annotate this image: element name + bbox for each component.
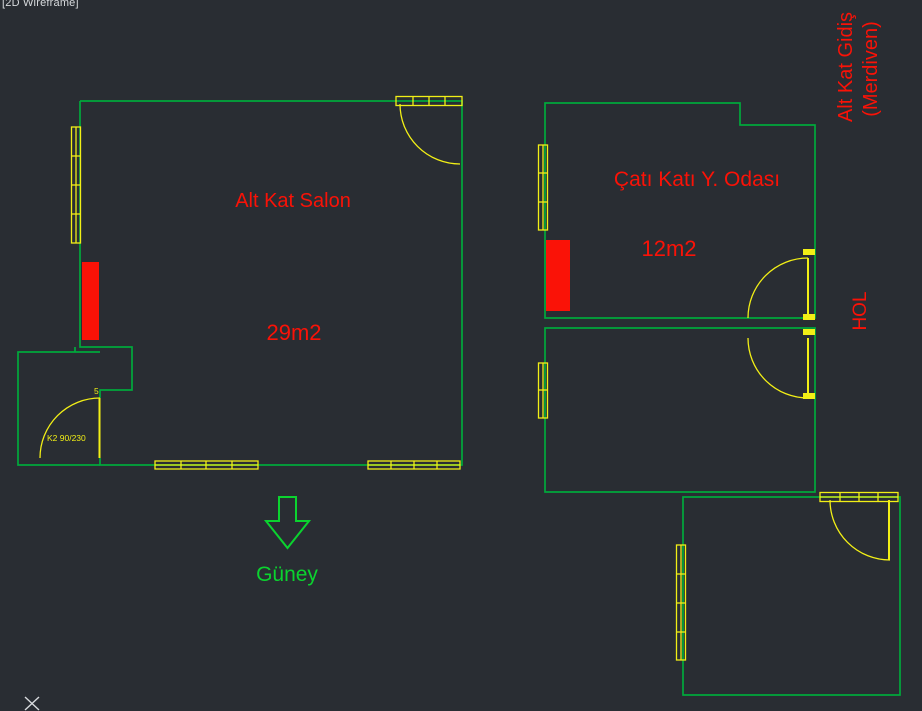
attic-room-door [747, 249, 815, 320]
window-symbol-attic-left [537, 144, 549, 231]
salon-walls [79, 100, 463, 466]
window-symbol-bottom-1 [154, 460, 259, 470]
door-swing-arc [829, 499, 891, 561]
door-swing-arc [747, 257, 809, 319]
window-symbol-bottom-2 [367, 460, 461, 470]
door-mark-label: 5 [94, 386, 99, 396]
left-plan: Alt Kat Salon 29m2 K2 90/230 5 [17, 95, 463, 470]
door-tag-label: K2 90/230 [47, 433, 86, 443]
window-symbol-lower-top [819, 491, 899, 503]
window-symbol-left [70, 126, 82, 244]
room-label-attic: Çatı Katı Y. Odası [614, 168, 780, 191]
red-block-right [546, 240, 570, 311]
stairs-label-line2: (Merdiven) [860, 21, 882, 117]
middle-room-walls [544, 327, 816, 493]
door-bar [395, 95, 463, 107]
lower-room-walls [682, 496, 901, 696]
right-plan: Çatı Katı Y. Odası 12m2 Alt Kat Gidiş (M… [537, 12, 901, 696]
closet-walls [17, 347, 100, 466]
door-swing-arc [39, 397, 101, 459]
south-arrow-icon [263, 496, 312, 550]
middle-room-door [747, 329, 815, 399]
door-swing-arc [399, 103, 461, 165]
room-label-salon: Alt Kat Salon [235, 190, 351, 212]
red-block-left [82, 262, 99, 340]
entry-door [395, 95, 463, 165]
south-indicator: Güney [256, 496, 318, 586]
closet-door [39, 397, 101, 459]
viewport-style-label[interactable]: [2D Wireframe] [2, 0, 79, 9]
room-area-attic: 12m2 [641, 236, 696, 261]
attic-room-walls [544, 102, 816, 319]
door-swing-arc [747, 337, 809, 399]
lower-room-door [829, 499, 891, 561]
crosshair-cursor [24, 696, 40, 711]
south-label: Güney [256, 563, 318, 586]
room-area-salon: 29m2 [266, 320, 321, 345]
window-symbol-lower-left [675, 544, 687, 661]
stairs-label-line1: Alt Kat Gidiş [835, 12, 857, 122]
hall-label: HOL [850, 291, 871, 330]
window-symbol-middle-left [537, 362, 549, 419]
